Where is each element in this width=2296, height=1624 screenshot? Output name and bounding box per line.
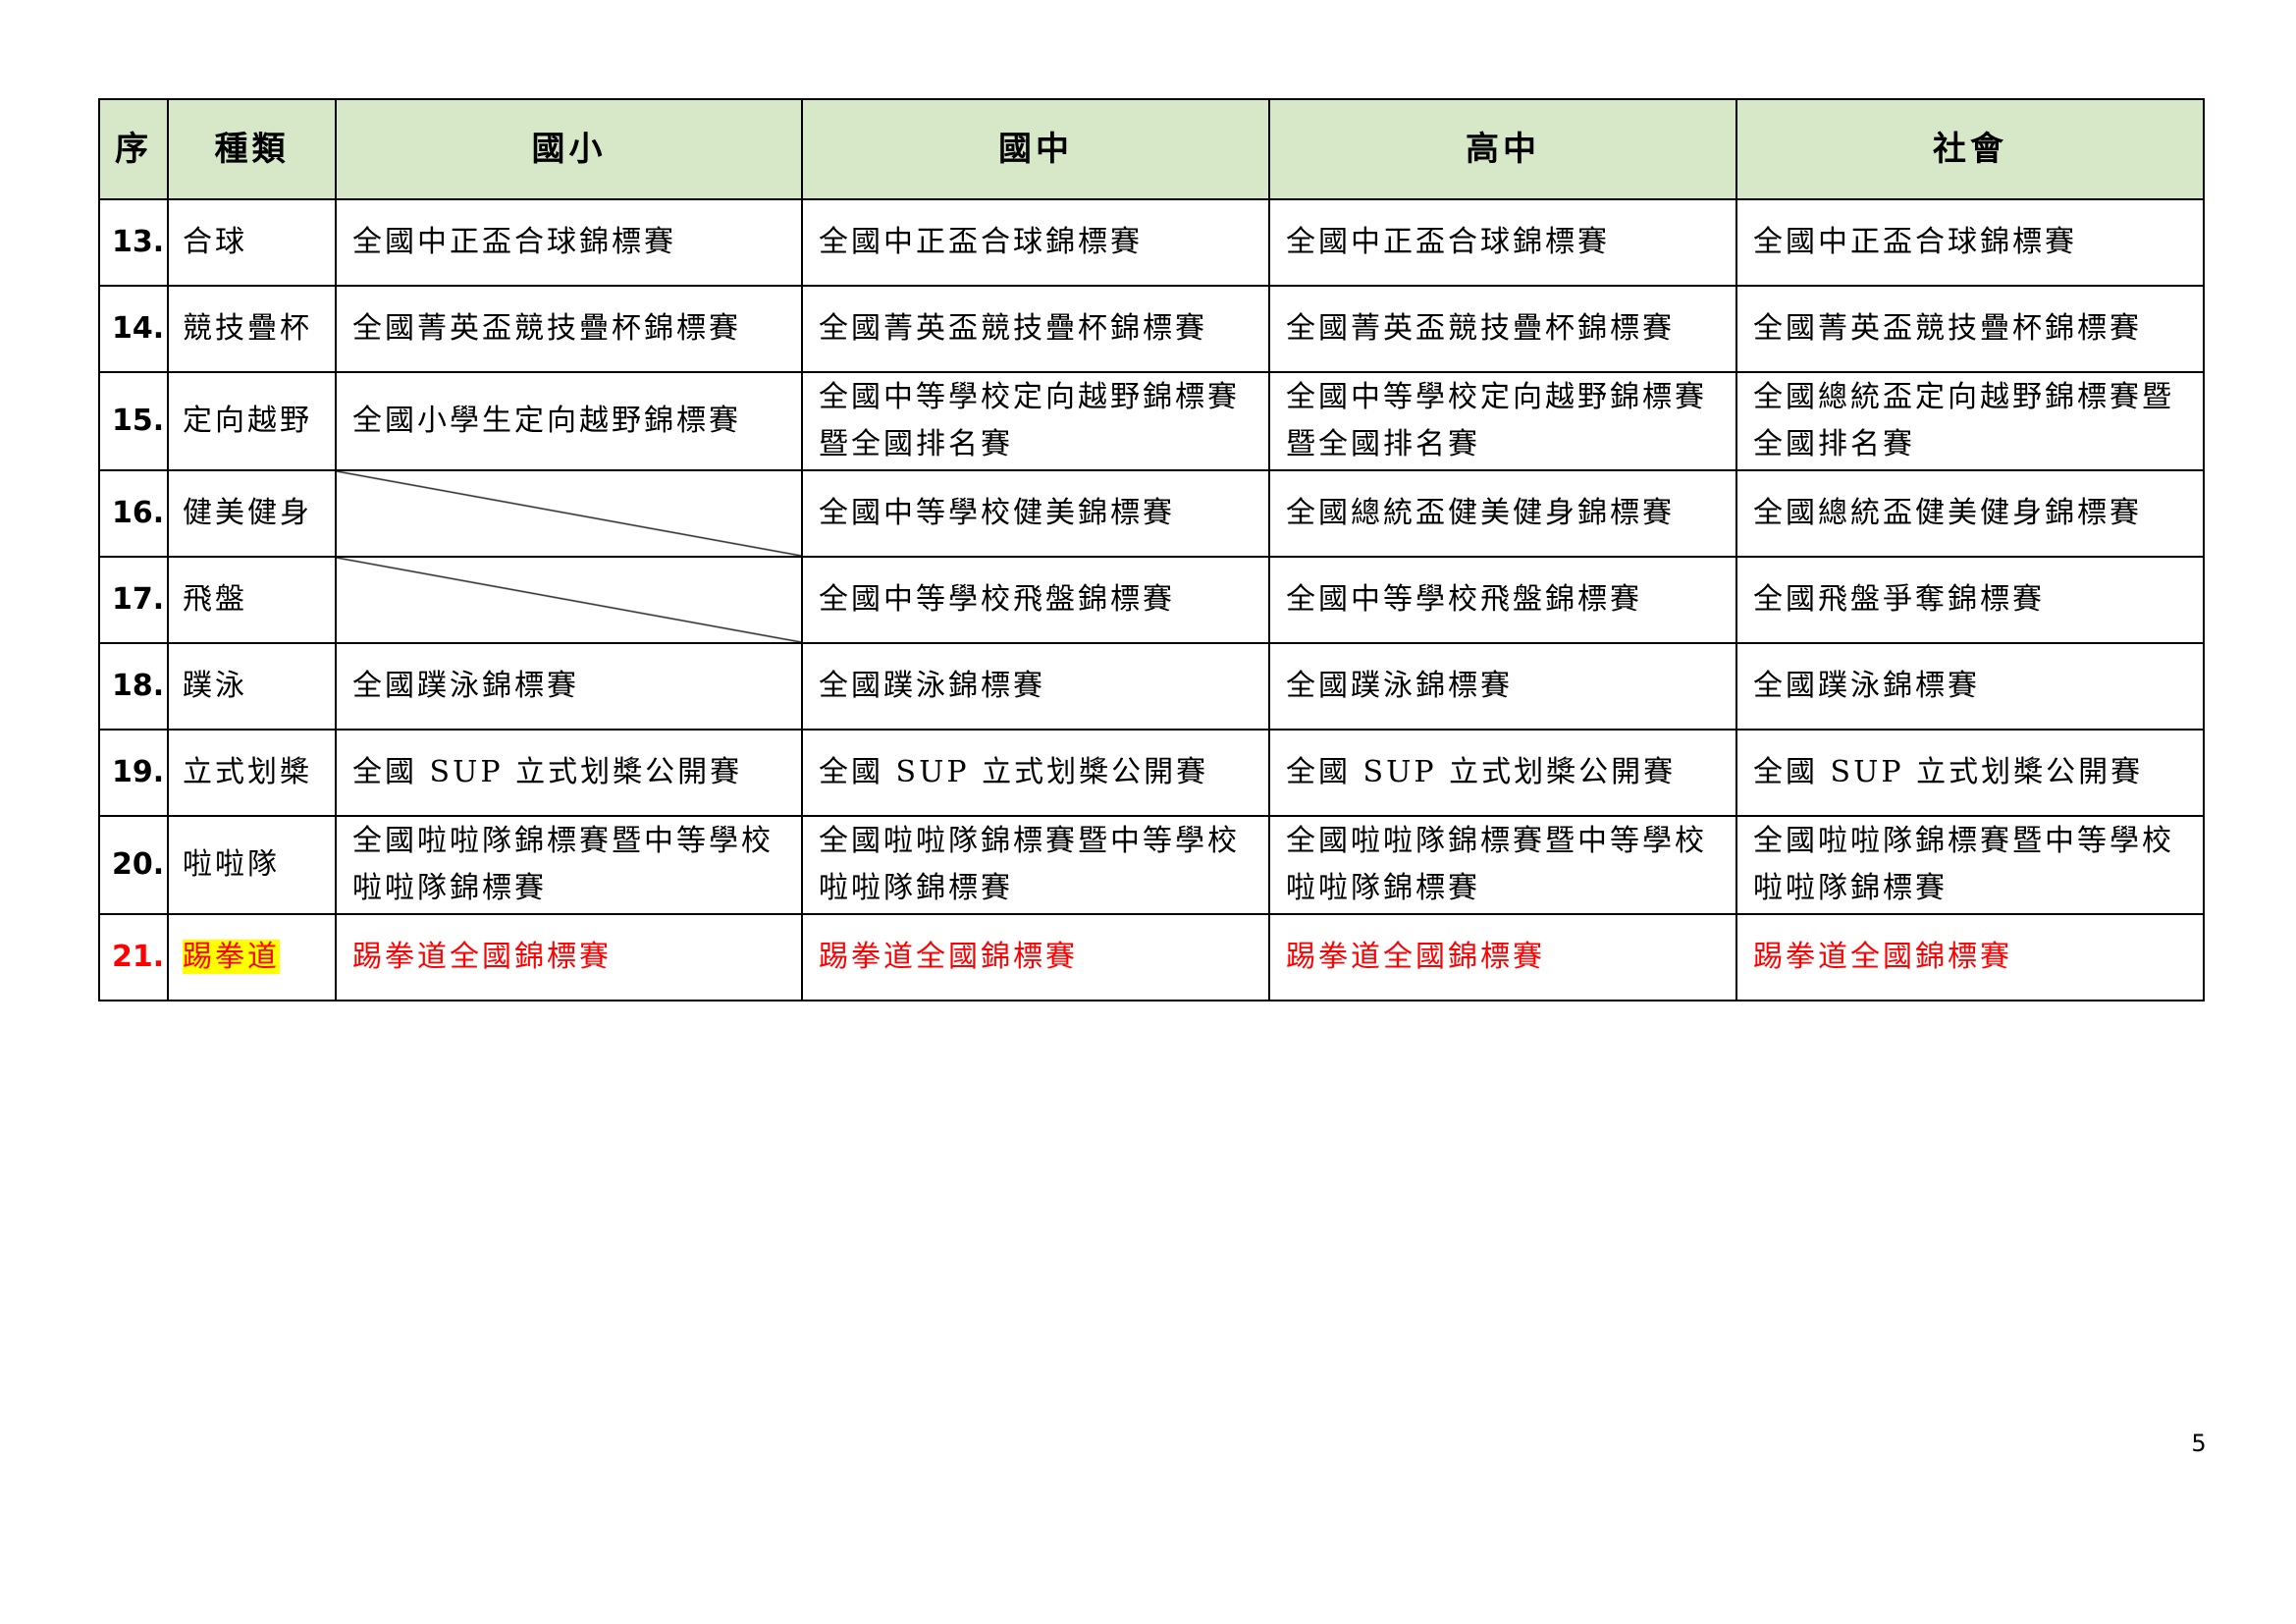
row-number: 18. xyxy=(98,642,169,731)
table-row: 13. 合球 全國中正盃合球錦標賽 全國中正盃合球錦標賽 全國中正盃合球錦標賽 … xyxy=(98,198,2205,287)
senior-high-cell: 全國蹼泳錦標賽 xyxy=(1268,642,1737,731)
row-number: 20. xyxy=(98,815,169,915)
header-cell-senior-high: 高中 xyxy=(1268,98,1737,200)
elementary-cell: 全國中正盃合球錦標賽 xyxy=(335,198,803,287)
elementary-cell: 踢拳道全國錦標賽 xyxy=(335,913,803,1001)
empty-diagonal-cell xyxy=(335,469,803,558)
header-cell-society: 社會 xyxy=(1735,98,2205,200)
elementary-cell: 全國菁英盃競技疊杯錦標賽 xyxy=(335,285,803,373)
society-cell: 全國蹼泳錦標賽 xyxy=(1735,642,2205,731)
row-category: 啦啦隊 xyxy=(167,815,337,915)
society-cell: 全國總統盃定向越野錦標賽暨全國排名賽 xyxy=(1735,371,2205,471)
row-category: 蹼泳 xyxy=(167,642,337,731)
society-cell: 全國 SUP 立式划槳公開賽 xyxy=(1735,729,2205,817)
society-cell: 全國中正盃合球錦標賽 xyxy=(1735,198,2205,287)
society-cell: 全國總統盃健美健身錦標賽 xyxy=(1735,469,2205,558)
junior-high-cell: 全國蹼泳錦標賽 xyxy=(801,642,1270,731)
row-category: 合球 xyxy=(167,198,337,287)
row-category: 競技疊杯 xyxy=(167,285,337,373)
row-number: 17. xyxy=(98,556,169,644)
elementary-cell: 全國蹼泳錦標賽 xyxy=(335,642,803,731)
table-row: 18. 蹼泳 全國蹼泳錦標賽 全國蹼泳錦標賽 全國蹼泳錦標賽 全國蹼泳錦標賽 xyxy=(98,642,2205,731)
society-cell: 全國飛盤爭奪錦標賽 xyxy=(1735,556,2205,644)
senior-high-cell: 全國 SUP 立式划槳公開賽 xyxy=(1268,729,1737,817)
row-number: 13. xyxy=(98,198,169,287)
society-cell: 全國啦啦隊錦標賽暨中等學校啦啦隊錦標賽 xyxy=(1735,815,2205,915)
row-number: 19. xyxy=(98,729,169,817)
row-category: 飛盤 xyxy=(167,556,337,644)
junior-high-cell: 全國中等學校健美錦標賽 xyxy=(801,469,1270,558)
senior-high-cell: 全國中等學校飛盤錦標賽 xyxy=(1268,556,1737,644)
row-category: 健美健身 xyxy=(167,469,337,558)
society-cell: 全國菁英盃競技疊杯錦標賽 xyxy=(1735,285,2205,373)
table-row: 14. 競技疊杯 全國菁英盃競技疊杯錦標賽 全國菁英盃競技疊杯錦標賽 全國菁英盃… xyxy=(98,285,2205,373)
highlighted-category-text: 踢拳道 xyxy=(183,940,280,974)
senior-high-cell: 踢拳道全國錦標賽 xyxy=(1268,913,1737,1001)
row-number: 21. xyxy=(98,913,169,1001)
senior-high-cell: 全國菁英盃競技疊杯錦標賽 xyxy=(1268,285,1737,373)
senior-high-cell: 全國中等學校定向越野錦標賽暨全國排名賽 xyxy=(1268,371,1737,471)
row-number: 15. xyxy=(98,371,169,471)
junior-high-cell: 踢拳道全國錦標賽 xyxy=(801,913,1270,1001)
row-category-highlighted: 踢拳道 xyxy=(167,913,337,1001)
table-row: 16. 健美健身 全國中等學校健美錦標賽 全國總統盃健美健身錦標賽 全國總統盃健… xyxy=(98,469,2205,558)
senior-high-cell: 全國啦啦隊錦標賽暨中等學校啦啦隊錦標賽 xyxy=(1268,815,1737,915)
row-number: 14. xyxy=(98,285,169,373)
header-cell-category: 種類 xyxy=(167,98,337,200)
header-cell-elementary: 國小 xyxy=(335,98,803,200)
society-cell: 踢拳道全國錦標賽 xyxy=(1735,913,2205,1001)
table-row-highlighted: 21. 踢拳道 踢拳道全國錦標賽 踢拳道全國錦標賽 踢拳道全國錦標賽 踢拳道全國… xyxy=(98,913,2205,1001)
table-row: 20. 啦啦隊 全國啦啦隊錦標賽暨中等學校啦啦隊錦標賽 全國啦啦隊錦標賽暨中等學… xyxy=(98,815,2205,915)
junior-high-cell: 全國中正盃合球錦標賽 xyxy=(801,198,1270,287)
row-category: 立式划槳 xyxy=(167,729,337,817)
table-row: 15. 定向越野 全國小學生定向越野錦標賽 全國中等學校定向越野錦標賽暨全國排名… xyxy=(98,371,2205,471)
table-row: 19. 立式划槳 全國 SUP 立式划槳公開賽 全國 SUP 立式划槳公開賽 全… xyxy=(98,729,2205,817)
empty-diagonal-cell xyxy=(335,556,803,644)
header-cell-number: 序 xyxy=(98,98,169,200)
row-category: 定向越野 xyxy=(167,371,337,471)
senior-high-cell: 全國中正盃合球錦標賽 xyxy=(1268,198,1737,287)
junior-high-cell: 全國菁英盃競技疊杯錦標賽 xyxy=(801,285,1270,373)
junior-high-cell: 全國中等學校定向越野錦標賽暨全國排名賽 xyxy=(801,371,1270,471)
table-header-row: 序 種類 國小 國中 高中 社會 xyxy=(98,98,2205,200)
header-cell-junior-high: 國中 xyxy=(801,98,1270,200)
elementary-cell: 全國 SUP 立式划槳公開賽 xyxy=(335,729,803,817)
elementary-cell: 全國啦啦隊錦標賽暨中等學校啦啦隊錦標賽 xyxy=(335,815,803,915)
senior-high-cell: 全國總統盃健美健身錦標賽 xyxy=(1268,469,1737,558)
table-row: 17. 飛盤 全國中等學校飛盤錦標賽 全國中等學校飛盤錦標賽 全國飛盤爭奪錦標賽 xyxy=(98,556,2205,644)
junior-high-cell: 全國中等學校飛盤錦標賽 xyxy=(801,556,1270,644)
page-number: 5 xyxy=(2191,1430,2207,1457)
junior-high-cell: 全國啦啦隊錦標賽暨中等學校啦啦隊錦標賽 xyxy=(801,815,1270,915)
elementary-cell: 全國小學生定向越野錦標賽 xyxy=(335,371,803,471)
row-number: 16. xyxy=(98,469,169,558)
junior-high-cell: 全國 SUP 立式划槳公開賽 xyxy=(801,729,1270,817)
competition-table: 序 種類 國小 國中 高中 社會 13. 合球 全國中正盃合球錦標賽 全國中正盃… xyxy=(98,98,2205,1001)
